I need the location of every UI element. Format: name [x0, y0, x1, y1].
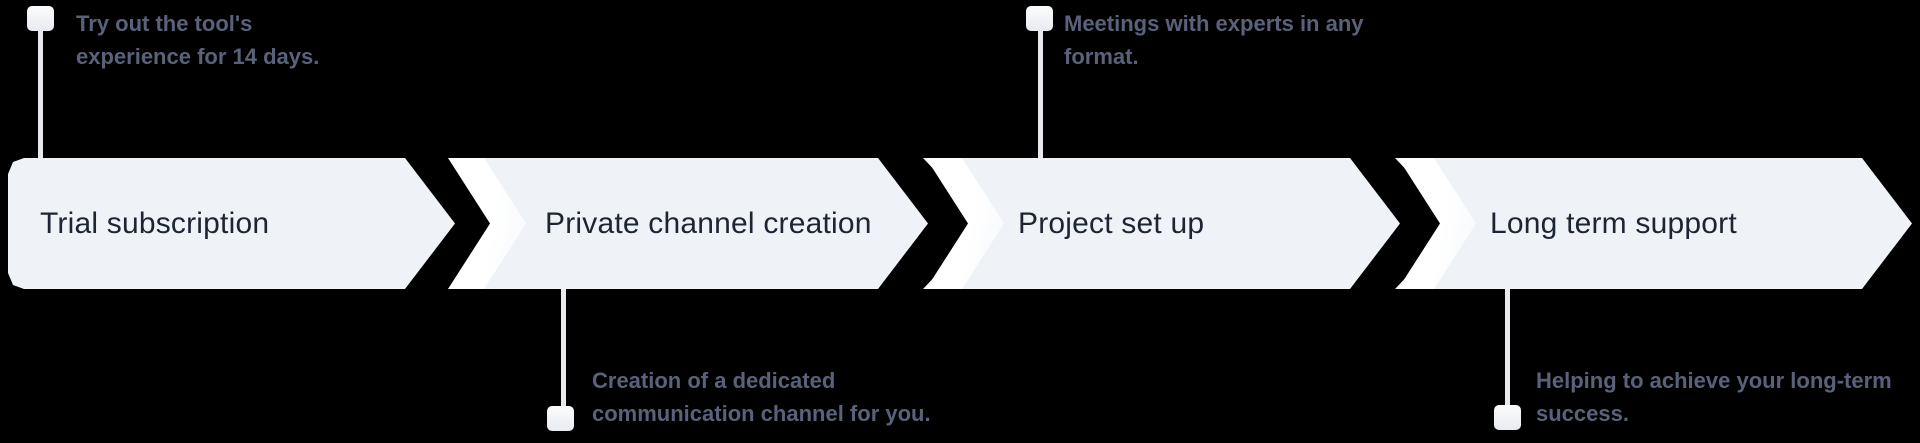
stage-private-channel-creation: Private channel creation	[450, 158, 928, 289]
square-marker-project-setup	[1026, 6, 1053, 31]
stage-long-term-support: Long term support	[1395, 158, 1912, 289]
square-marker-trial	[27, 6, 54, 31]
annotation-project-set-up: Meetings with experts in any format.	[1064, 7, 1364, 73]
annotation-line: Meetings with experts in any	[1064, 11, 1364, 36]
annotation-line: Helping to achieve your long-term	[1536, 368, 1892, 393]
annotation-line: Creation of a dedicated	[592, 368, 836, 393]
connector-stem-trial	[38, 18, 43, 158]
stage-label-trial-subscription: Trial subscription	[40, 206, 270, 240]
annotation-trial-subscription: Try out the tool's experience for 14 day…	[76, 7, 319, 73]
stage-label-private-channel-creation: Private channel creation	[545, 206, 872, 240]
stage-label-long-term-support: Long term support	[1490, 206, 1737, 240]
square-marker-long-term	[1494, 405, 1521, 430]
connector-stem-private-channel	[561, 289, 566, 411]
annotation-line: format.	[1064, 44, 1139, 69]
connector-stem-long-term	[1505, 289, 1510, 409]
annotation-line: success.	[1536, 401, 1629, 426]
square-marker-private-channel	[547, 406, 574, 431]
connector-stem-project-setup	[1038, 18, 1043, 158]
annotation-line: experience for 14 days.	[76, 44, 320, 69]
annotation-private-channel-creation: Creation of a dedicated communication ch…	[592, 364, 931, 430]
stage-trial-subscription: Trial subscription	[8, 158, 455, 289]
annotation-line: Try out the tool's	[76, 11, 253, 36]
annotation-line: communication channel for you.	[592, 401, 931, 426]
stage-label-project-set-up: Project set up	[1018, 206, 1205, 240]
annotation-long-term-support: Helping to achieve your long-term succes…	[1536, 364, 1892, 430]
